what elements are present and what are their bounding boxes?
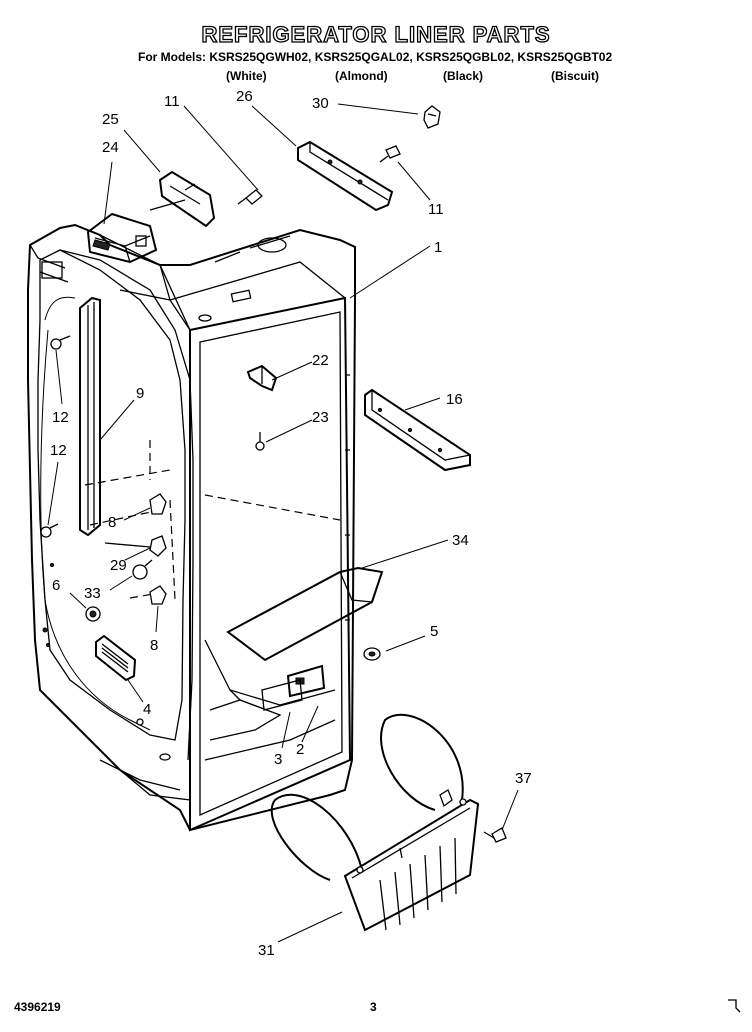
- page-number: 3: [370, 1000, 377, 1014]
- color-almond: (Almond): [335, 69, 388, 83]
- page-title: REFRIGERATOR LINER PARTS: [201, 21, 551, 47]
- part-33-bulb: [132, 559, 153, 580]
- callout-9: 9: [136, 385, 144, 402]
- callout-22: 22: [312, 352, 329, 369]
- callout-labels: 1 2 3 4 5 6 8 8 9 11 11 12 12 16 22 23 2…: [50, 88, 532, 959]
- document-number: 4396219: [14, 1000, 61, 1014]
- callout-11b: 11: [428, 201, 444, 218]
- part-5-grommet: [363, 647, 381, 661]
- model-list: For Models: KSRS25QGWH02, KSRS25QGAL02, …: [138, 50, 613, 64]
- callout-8b: 8: [150, 637, 158, 654]
- corner-mark: [728, 999, 741, 1013]
- callout-8a: 8: [108, 514, 116, 531]
- callout-2: 2: [296, 741, 304, 758]
- callout-23: 23: [312, 409, 329, 426]
- part-8-socket-b: [149, 585, 167, 605]
- part-11-screw-a: [237, 189, 263, 205]
- leader-lines: [47, 103, 519, 943]
- part-23-screw: [255, 432, 265, 451]
- callout-33: 33: [84, 585, 101, 602]
- callout-26: 26: [236, 88, 253, 105]
- color-black: (Black): [443, 69, 484, 83]
- callout-11a: 11: [164, 93, 180, 110]
- part-31-panel: [270, 713, 480, 932]
- callout-12b: 12: [50, 442, 67, 459]
- callout-37: 37: [515, 770, 532, 787]
- part-34-cover: [226, 566, 384, 662]
- part-25-bracket: [149, 170, 216, 228]
- part-12-screw-b: [40, 523, 59, 538]
- callout-1: 1: [434, 239, 442, 256]
- part-30-clip: [423, 105, 441, 129]
- part-16-support: [364, 388, 471, 472]
- callout-5: 5: [430, 623, 438, 640]
- part-29-socket: [104, 535, 167, 557]
- part-3-label: [261, 679, 303, 711]
- callout-6: 6: [52, 577, 60, 594]
- callout-29: 29: [110, 557, 127, 574]
- part-22-bracket: [246, 364, 278, 392]
- callout-3: 3: [274, 751, 282, 768]
- part-37-screw: [483, 827, 507, 843]
- liner-cabinet: [27, 223, 356, 832]
- part-6-knob: [85, 606, 101, 622]
- callout-31: 31: [258, 942, 275, 959]
- callout-24: 24: [102, 139, 119, 156]
- part-12-screw-a: [50, 335, 71, 350]
- part-11-screw-b: [379, 145, 401, 163]
- part-24-housing: [86, 212, 158, 264]
- callout-25: 25: [102, 111, 119, 128]
- part-4-grille: [95, 634, 137, 682]
- callout-16: 16: [446, 391, 463, 408]
- callout-4: 4: [143, 701, 151, 718]
- callout-12a: 12: [52, 409, 69, 426]
- callout-34: 34: [452, 532, 469, 549]
- color-biscuit: (Biscuit): [551, 69, 599, 83]
- part-8-socket-a: [149, 493, 167, 515]
- part-26-bracket: [297, 140, 394, 212]
- callout-30: 30: [312, 95, 329, 112]
- color-white: (White): [226, 69, 267, 83]
- part-9-channel: [79, 296, 101, 537]
- part-2-label: [286, 664, 326, 698]
